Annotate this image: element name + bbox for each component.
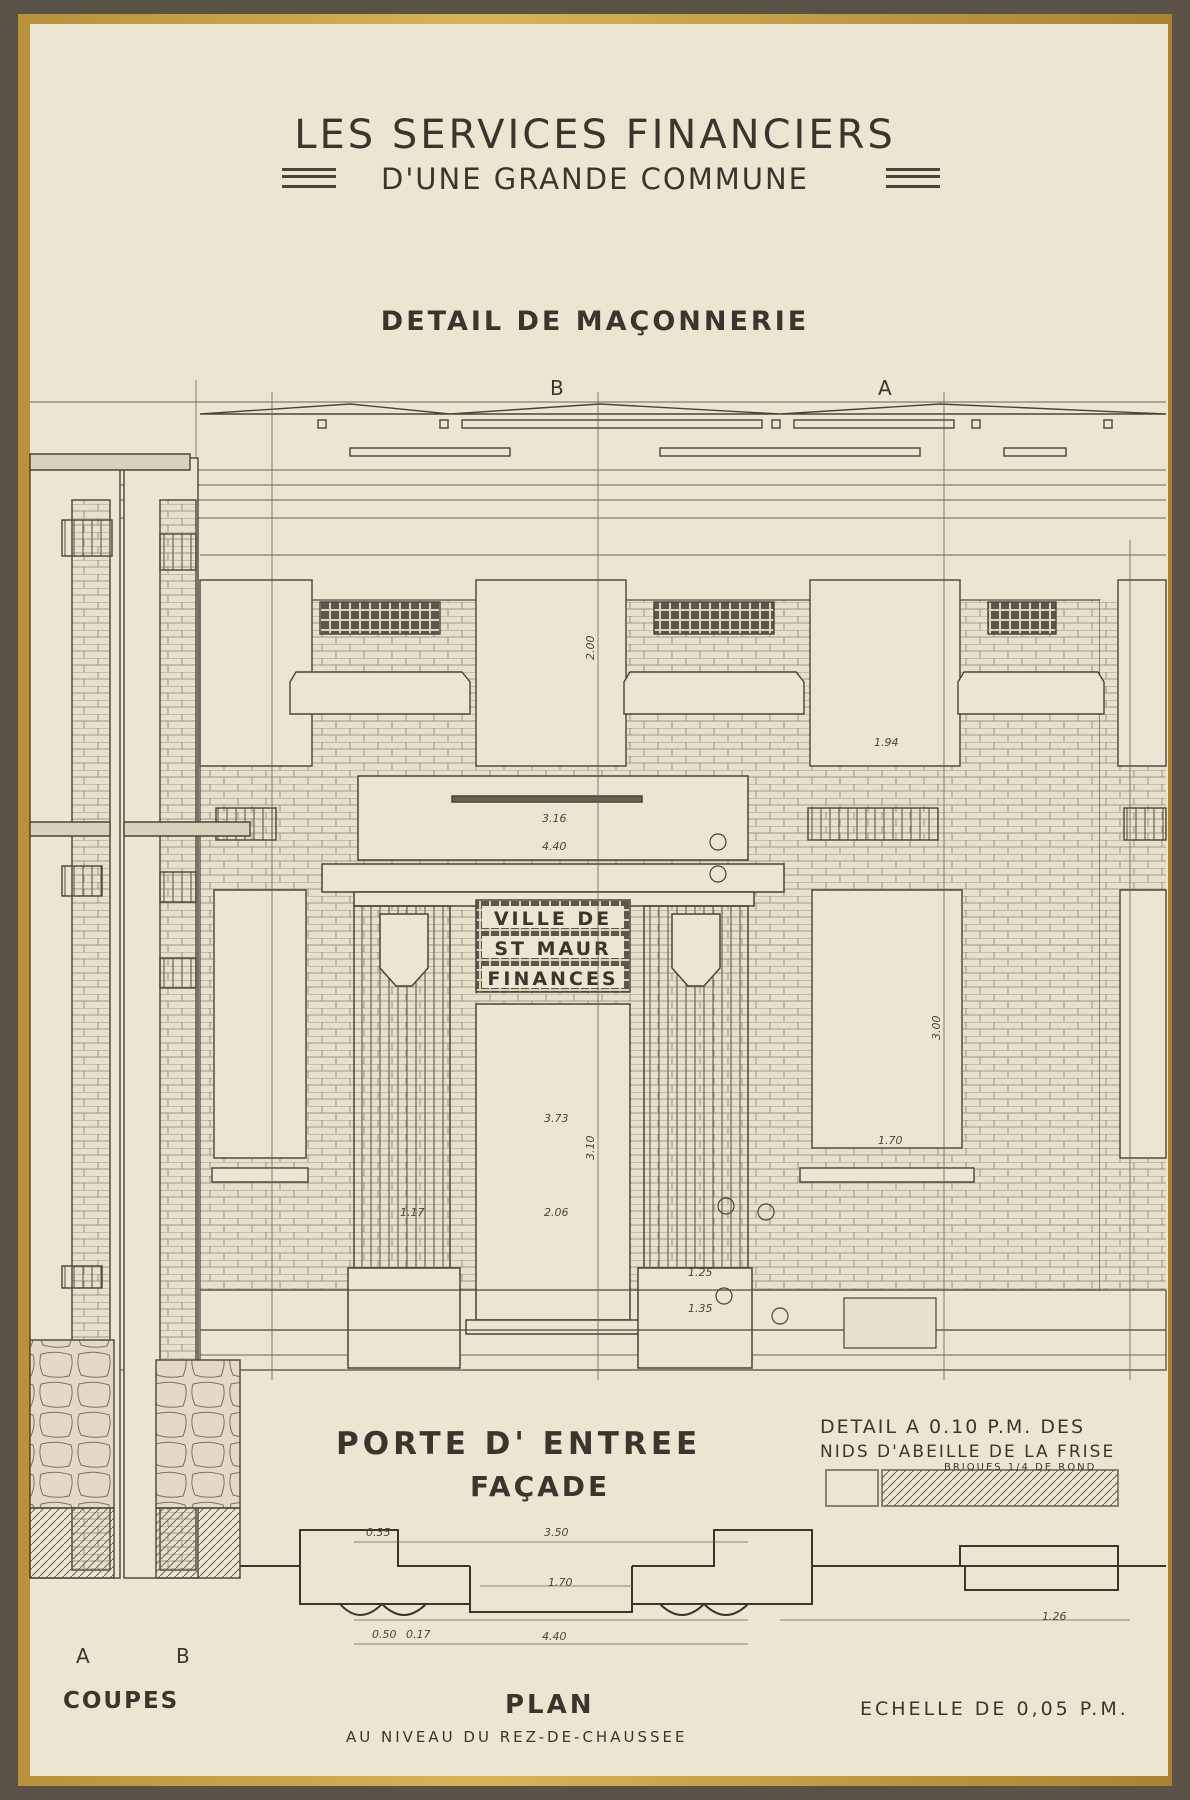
- sheet-subtitle: D'UNE GRANDE COMMUNE: [381, 162, 809, 196]
- detail-note-2: NIDS D'ABEILLE DE LA FRISE: [820, 1442, 1116, 1462]
- bay-label-b: B: [550, 376, 564, 400]
- dimension-label: 4.40: [542, 1630, 567, 1643]
- facade-title: FAÇADE: [470, 1470, 611, 1503]
- dimension-label: 4.40: [542, 840, 567, 853]
- title-ornament-right: [886, 168, 940, 188]
- dimension-label: 1.17: [400, 1206, 425, 1219]
- scale-note: ECHELLE DE 0,05 P.M.: [860, 1698, 1129, 1720]
- detail-note-3: BRIQUES 1/4 DE ROND: [944, 1462, 1097, 1473]
- dimension-label: 0.35: [366, 1526, 391, 1539]
- dimension-label: 1.35: [688, 1302, 713, 1315]
- dimension-label: 3.00: [930, 1016, 943, 1041]
- coupes-title: COUPES: [63, 1688, 180, 1714]
- sign-line-2: ST MAUR: [494, 938, 611, 960]
- sign-line-3: FINANCES: [487, 968, 618, 990]
- porte-title: PORTE D' ENTREE: [336, 1426, 702, 1462]
- dimension-label: 3.10: [584, 1136, 597, 1161]
- dimension-label: 3.50: [544, 1526, 569, 1539]
- dimension-label: 1.70: [878, 1134, 903, 1147]
- section-title: DETAIL DE MAÇONNERIE: [380, 306, 810, 337]
- bay-label-a: A: [878, 376, 892, 400]
- coupe-a-label: A: [76, 1644, 90, 1668]
- dimension-label: 2.00: [584, 636, 597, 661]
- dimension-label: 3.16: [542, 812, 567, 825]
- dimension-label: 1.26: [1042, 1610, 1067, 1623]
- dimension-label: 2.06: [544, 1206, 569, 1219]
- dimension-label: 1.70: [548, 1576, 573, 1589]
- sheet-title: LES SERVICES FINANCIERS: [294, 112, 896, 158]
- plan-subtitle: AU NIVEAU DU REZ-DE-CHAUSSEE: [346, 1728, 688, 1746]
- plan-title: PLAN: [505, 1690, 595, 1720]
- dimension-label: 1.94: [874, 736, 899, 749]
- dimension-label: 0.17: [406, 1628, 431, 1641]
- detail-note-1: DETAIL A 0.10 P.M. DES: [820, 1416, 1086, 1438]
- title-ornament-left: [282, 168, 336, 188]
- dimension-label: 0.50: [372, 1628, 397, 1641]
- sign-line-1: VILLE DE: [494, 908, 612, 930]
- dimension-label: 3.73: [544, 1112, 569, 1125]
- dimension-label: 1.25: [688, 1266, 713, 1279]
- coupe-b-label: B: [176, 1644, 190, 1668]
